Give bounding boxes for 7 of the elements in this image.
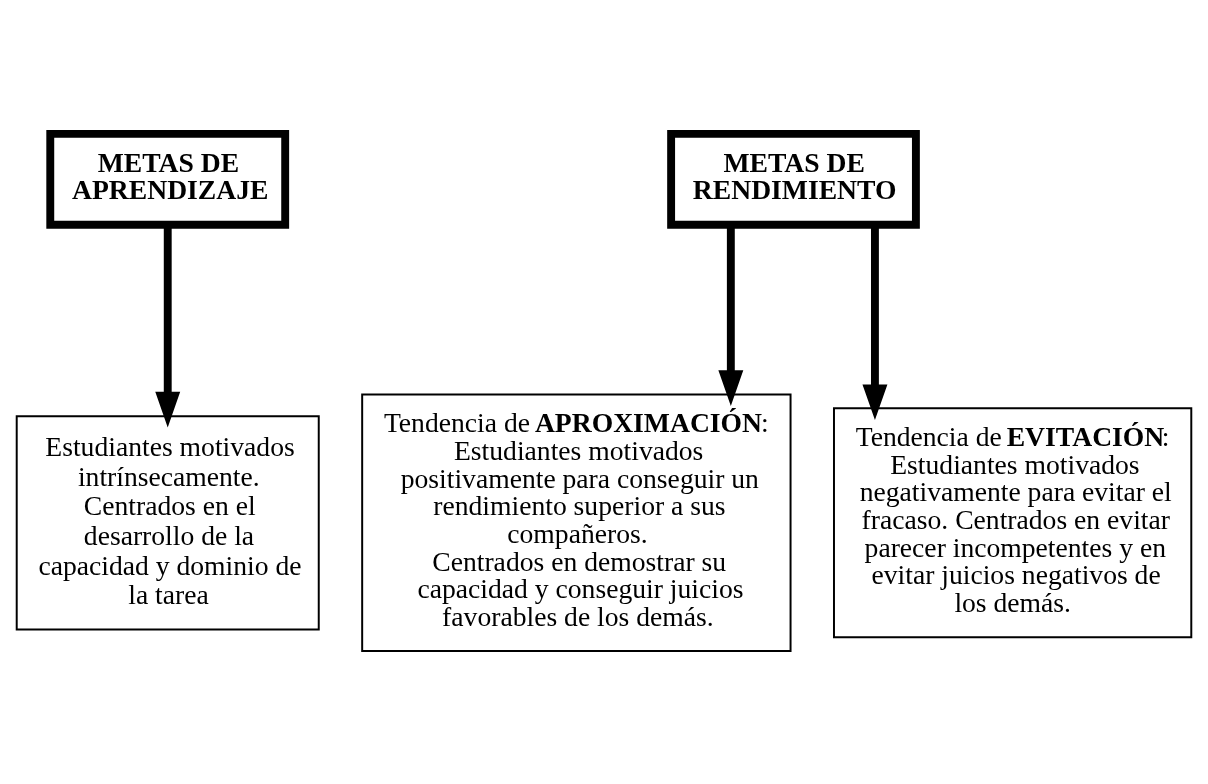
node-box: METAS DE APRENDIZAJE xyxy=(46,129,290,229)
node-box: Estudiantes motivados intrínsecamente. Centrados en el desarrollo de la capacidad y dominio de la tarea xyxy=(15,414,320,630)
arrow xyxy=(718,224,744,406)
node-box: Tendencia de APROXIMACIÓN: Estudiantes motivados positivamente para conseguir un rendimiento superior a sus compañeros. Centrados en demostrar su capacidad y conseguir juicios favorables de los demás. xyxy=(361,393,792,652)
node-box: Tendencia de EVITACIÓN: Estudiantes motivados negativamente para evitar el fracaso. Centrados en evitar parecer incompetentes y en evitar juicios negativos de los demás. xyxy=(833,406,1193,638)
arrow xyxy=(862,224,888,420)
node-box: METAS DE RENDIMIENTO xyxy=(667,129,920,229)
